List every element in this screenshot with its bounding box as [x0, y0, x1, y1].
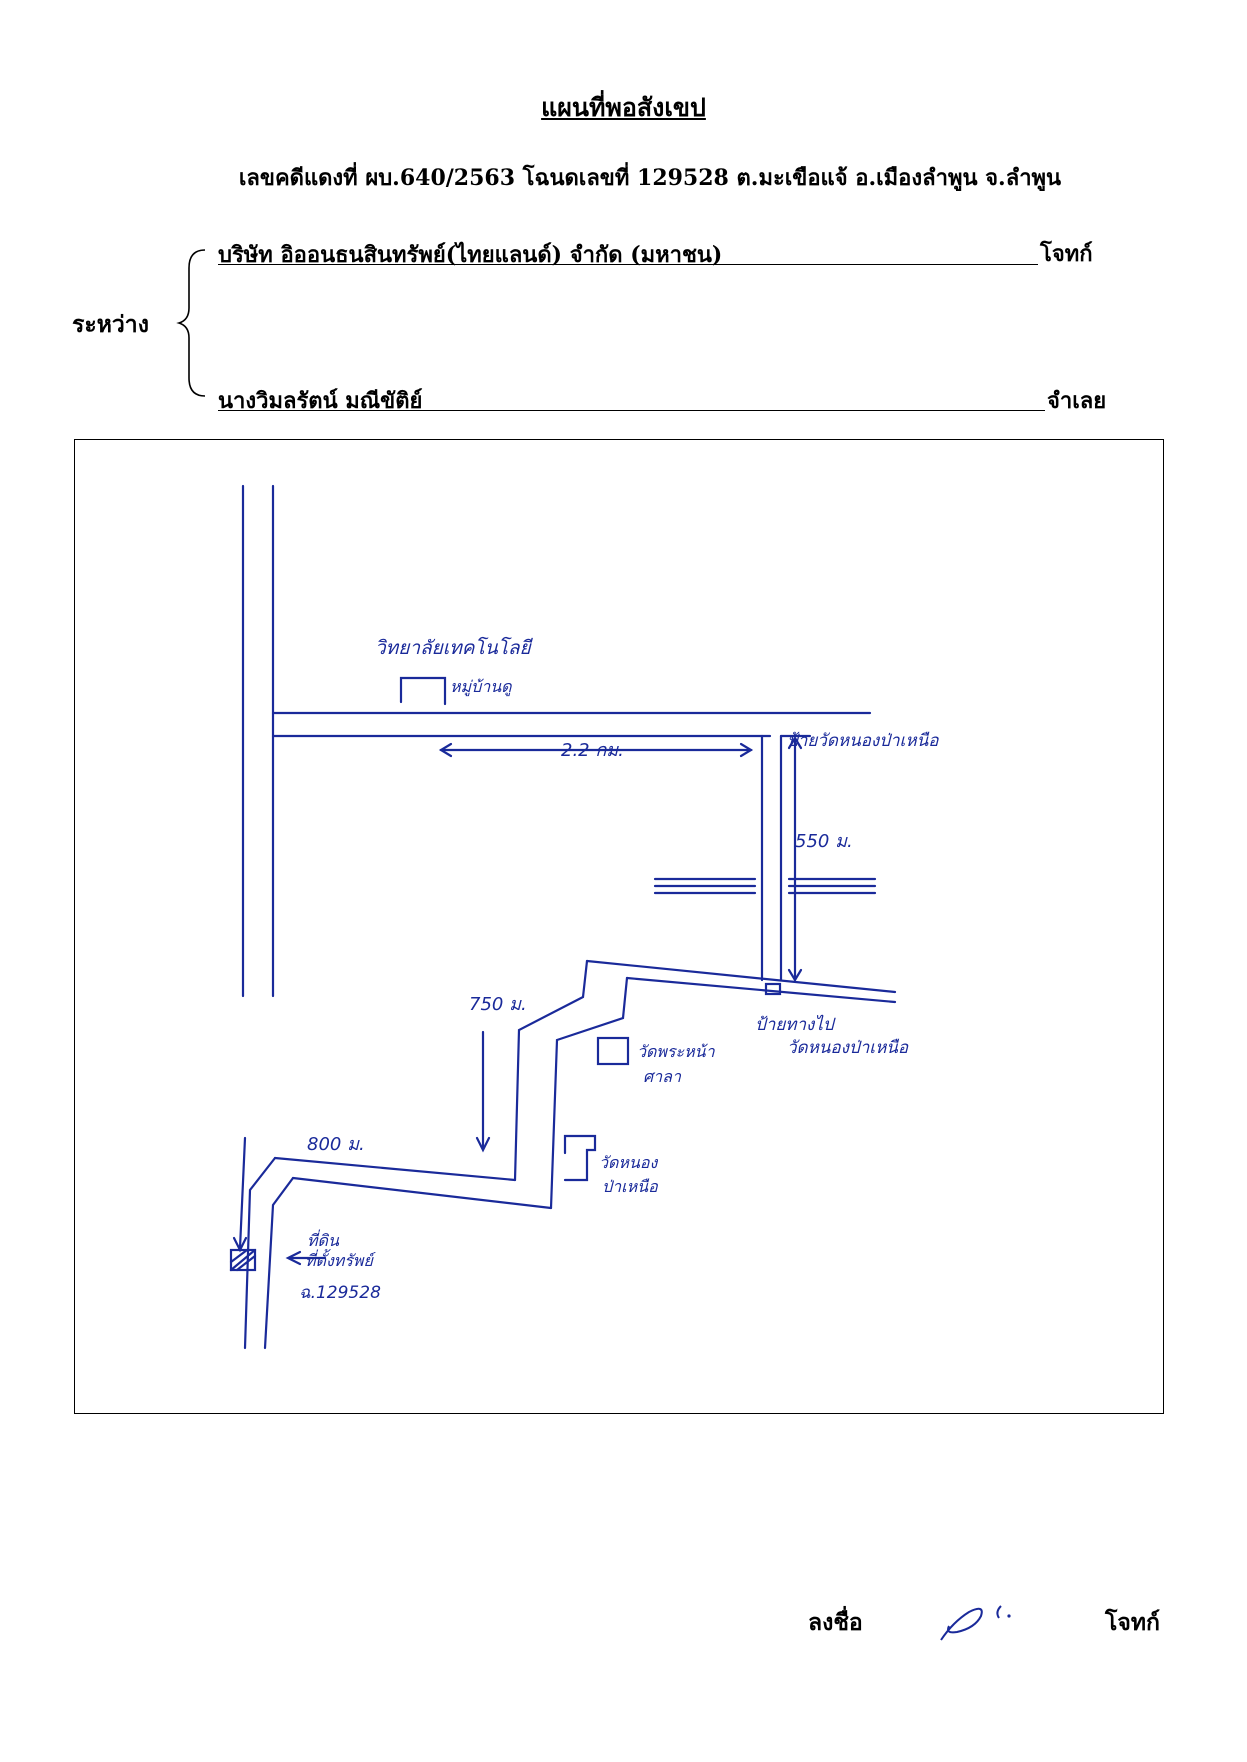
map-label-distance-1: 2.2 กม. [561, 740, 624, 761]
map-label-temple-1-sub: ศาลา [643, 1067, 682, 1086]
brace-icon [176, 249, 206, 397]
road-line [273, 1156, 517, 1182]
map-label-sign-2: ป้ายทางไป [755, 1014, 836, 1035]
map-label-distance-2: 550 ม. [795, 831, 853, 852]
signature-icon [940, 1605, 1011, 1641]
distance-arrow [739, 742, 754, 758]
map-label-sign-2-sub: วัดหนองป่าเหนือ [787, 1038, 909, 1058]
distance-arrow [238, 1136, 247, 1250]
road-line [513, 959, 589, 1182]
map-label-temple-sign: ป้ายวัดหนองป่าเหนือ [787, 731, 939, 751]
case-info-line: เลขคดีแดงที่ ผบ.640/2563 โฉนดเลขที่ 1295… [238, 165, 1062, 191]
defendant-role: จำเลย [1047, 388, 1107, 414]
road-line [625, 976, 897, 1004]
target-parcel [229, 1248, 257, 1272]
landmark-box [764, 982, 782, 996]
target-parcel [235, 1254, 257, 1272]
defendant-name: นางวิมลรัตน์ มณีขัติย์ [218, 388, 423, 414]
hand-drawn-map: วิทยาลัยเทคโนโลยี หมู่บ้านดู 2.2 กม. ป้า… [229, 484, 939, 1350]
road-line [243, 1156, 277, 1350]
distance-arrow [438, 742, 453, 758]
map-frame: วิทยาลัยเทคโนโลยี หมู่บ้านดู 2.2 กม. ป้า… [74, 439, 1164, 1414]
map-label-distance-4: 800 ม. [307, 1134, 365, 1155]
map-label-temple-2-sub: ป่าเหนือ [602, 1177, 659, 1196]
map-label-temple-2: วัดหนอง [599, 1153, 658, 1172]
road-line [263, 1176, 295, 1350]
road-line [549, 976, 629, 1210]
landmark-box [563, 1134, 597, 1182]
map-label-village: หมู่บ้านดู [450, 677, 513, 697]
distance-arrow [787, 968, 803, 983]
document-title: แผนที่พอสังเขป [541, 93, 706, 122]
between-label: ระหว่าง [72, 311, 149, 338]
road-line [585, 959, 897, 994]
map-label-college: วิทยาลัยเทคโนโลยี [375, 636, 534, 659]
map-label-deed: ฉ.129528 [299, 1283, 381, 1303]
distance-arrow [285, 1250, 302, 1266]
target-parcel [229, 1248, 257, 1272]
landmark-box [596, 1036, 630, 1066]
distance-arrow [787, 735, 803, 750]
signature-role: โจทก์ [1105, 1609, 1160, 1636]
map-label-target: ที่ดิน [307, 1229, 340, 1250]
landmark-box [399, 676, 447, 706]
map-label-target-sub: ที่ตั้งทรัพย์ [305, 1249, 376, 1270]
plaintiff-underline [218, 264, 1038, 265]
map-label-distance-3: 750 ม. [469, 994, 527, 1015]
road-line [291, 1176, 553, 1210]
defendant-underline [218, 410, 1045, 411]
plaintiff-role: โจทก์ [1040, 241, 1093, 267]
target-parcel [229, 1248, 249, 1264]
map-label-temple-1: วัดพระหน้า [637, 1042, 716, 1061]
distance-arrow [475, 1136, 491, 1153]
plaintiff-name: บริษัท อิออนธนสินทรัพย์(ไทยแลนด์) จำกัด … [218, 242, 723, 268]
signature-label: ลงชื่อ [808, 1609, 863, 1636]
